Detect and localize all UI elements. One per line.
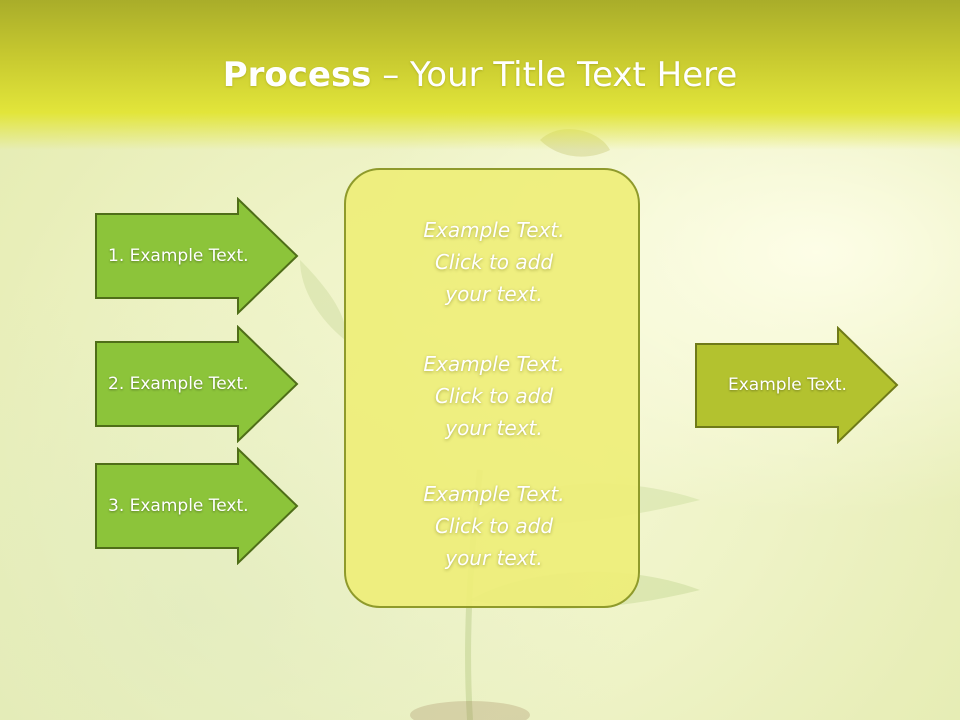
center-text-line: Example Text. — [423, 352, 565, 376]
input-arrow-2-label: 2. Example Text. — [108, 374, 249, 394]
header-band — [0, 0, 960, 150]
input-arrow-2[interactable]: 2. Example Text. — [94, 325, 300, 443]
arrow-shape — [695, 326, 899, 444]
arrow-shape — [95, 447, 299, 565]
slide-title[interactable]: Process – Your Title Text Here — [0, 52, 960, 98]
center-text-line: Click to add — [434, 384, 554, 408]
center-process-box[interactable]: Example Text. Click to add your text. Ex… — [344, 168, 640, 608]
output-arrow-label: Example Text. — [728, 375, 847, 395]
center-text-line: your text. — [445, 282, 543, 306]
input-arrow-3-label: 3. Example Text. — [108, 496, 249, 516]
center-text-line: your text. — [445, 416, 543, 440]
input-arrow-1[interactable]: 1. Example Text. — [94, 197, 300, 315]
title-rest: – Your Title Text Here — [371, 55, 738, 95]
center-text-line: Click to add — [434, 250, 554, 274]
center-text-block-1[interactable]: Example Text. Click to add your text. — [346, 214, 642, 310]
center-text-block-3[interactable]: Example Text. Click to add your text. — [346, 478, 642, 574]
center-text-line: your text. — [445, 546, 543, 570]
center-text-line: Click to add — [434, 514, 554, 538]
arrow-shape — [95, 197, 299, 315]
input-arrow-1-label: 1. Example Text. — [108, 246, 249, 266]
center-text-line: Example Text. — [423, 218, 565, 242]
input-arrow-3[interactable]: 3. Example Text. — [94, 447, 300, 565]
title-bold: Process — [222, 55, 372, 95]
output-arrow[interactable]: Example Text. — [694, 326, 900, 444]
arrow-shape — [95, 325, 299, 443]
center-text-line: Example Text. — [423, 482, 565, 506]
center-text-block-2[interactable]: Example Text. Click to add your text. — [346, 348, 642, 444]
